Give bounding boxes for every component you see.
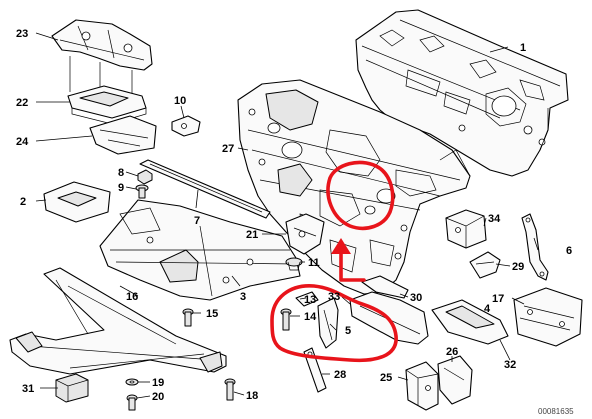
part-7-strut-rod (139, 159, 271, 219)
callout-27: 27 (222, 143, 234, 155)
callout-25: 25 (380, 372, 392, 384)
part-29-small-bracket (469, 251, 501, 279)
callout-23: 23 (16, 28, 28, 40)
callout-17: 17 (492, 293, 504, 305)
callout-28: 28 (334, 369, 346, 381)
part-9-bolt (135, 184, 149, 199)
part-14-bolt (280, 308, 292, 331)
red-annotation-arrow (331, 238, 366, 282)
part-34-box-bracket (445, 209, 487, 249)
part-15-bolt (182, 308, 194, 327)
callout-6: 6 (566, 245, 572, 257)
callout-15: 15 (206, 308, 218, 320)
callout-11: 11 (308, 257, 320, 269)
part-19-washer (125, 378, 139, 386)
callout-18: 18 (246, 390, 258, 402)
part-3-floor-panel (99, 199, 301, 301)
callout-31: 31 (22, 383, 34, 395)
callout-5: 5 (345, 325, 351, 337)
callout-8: 8 (118, 167, 124, 179)
callout-29: 29 (512, 261, 524, 273)
part-31-block (55, 373, 89, 403)
part-20-bolt (126, 394, 138, 411)
part-4-wedge-plate (431, 299, 509, 345)
part-30-bar (361, 275, 409, 299)
part-6-rod (521, 213, 549, 281)
callout-32: 32 (504, 359, 516, 371)
callout-14: 14 (304, 311, 317, 323)
part-18-bolt (224, 378, 236, 401)
callout-16: 16 (126, 291, 138, 303)
part-8-nut (137, 169, 153, 185)
callout-1: 1 (520, 42, 526, 54)
callout-21: 21 (246, 229, 258, 241)
callout-2: 2 (20, 196, 26, 208)
part-1-bulkhead-panel (355, 9, 569, 177)
red-annotation-outline (270, 284, 398, 363)
callout-10: 10 (174, 95, 186, 107)
callout-22: 22 (16, 97, 28, 109)
callout-33: 33 (328, 291, 340, 303)
part-24-plate (89, 115, 157, 155)
leader-lines (35, 32, 539, 399)
callout-7: 7 (194, 215, 200, 227)
part-10-small-bracket (171, 115, 201, 137)
catalog-code: 00081635 (538, 407, 574, 416)
part-13-bracket (295, 291, 319, 307)
callout-3: 3 (240, 291, 246, 303)
callout-4: 4 (484, 303, 491, 315)
callout-26: 26 (446, 346, 458, 358)
part-5-bracket (317, 297, 339, 349)
callout-13: 13 (304, 294, 316, 306)
part-17-bracket-plate (513, 287, 583, 347)
part-25-bracket (405, 361, 439, 411)
callout-labels: 1 2 3 4 5 6 7 8 9 10 11 13 14 15 16 17 1… (16, 28, 572, 403)
callout-30: 30 (410, 292, 422, 304)
part-26-bracket (437, 355, 473, 405)
red-annotation-circle (326, 160, 395, 231)
callout-34: 34 (488, 213, 501, 225)
callout-19: 19 (152, 377, 164, 389)
callout-9: 9 (118, 182, 124, 194)
part-22-tray (67, 85, 147, 125)
part-21-bracket (285, 213, 325, 255)
callout-20: 20 (152, 391, 164, 403)
callout-24: 24 (16, 136, 29, 148)
part-16-cross-brace (9, 267, 227, 375)
part-2-cover-plate (43, 181, 111, 223)
